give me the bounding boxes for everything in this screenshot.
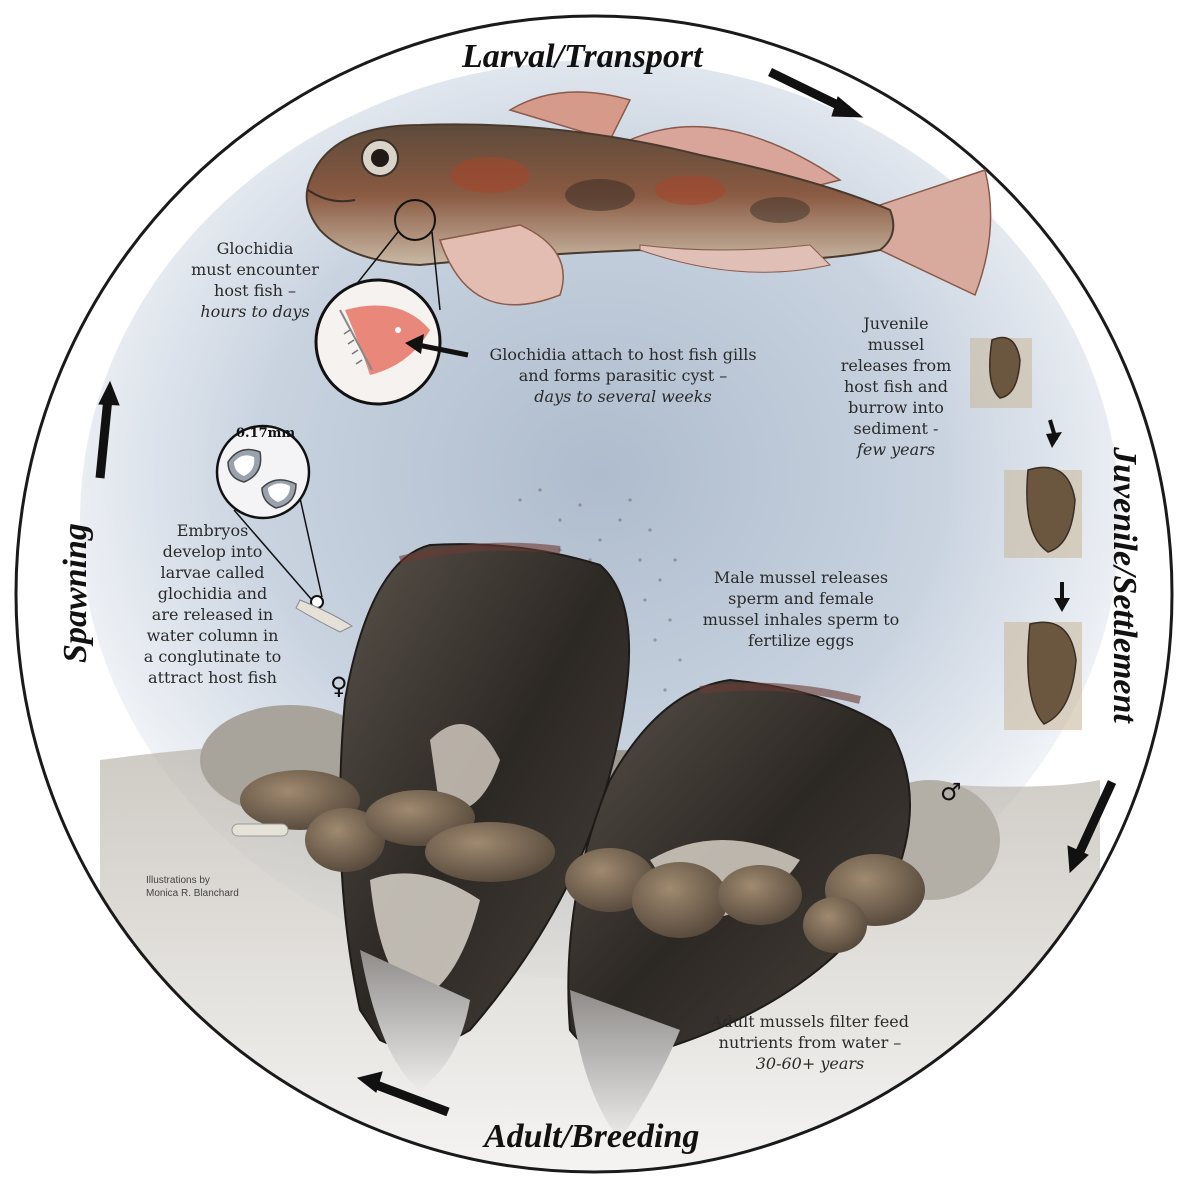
note-embryos: Embryos develop into larvae called gloch…: [125, 520, 300, 688]
note-host-fish: Glochidia must encounter host fish – hou…: [180, 238, 330, 322]
note-juvenile: Juvenile mussel releases from host fish …: [826, 313, 966, 460]
scale-label: 0.17mm: [236, 426, 292, 441]
note-sperm: Male mussel releases sperm and female mu…: [686, 567, 916, 651]
male-symbol: ♂: [940, 778, 962, 806]
female-symbol: ♀: [330, 672, 348, 700]
stage-label-adult: Adult/Breeding: [484, 1118, 699, 1156]
note-adult: Adult mussels filter feed nutrients from…: [690, 1011, 930, 1074]
stage-label-juvenile: Juvenile/Settlement: [1105, 435, 1143, 735]
stage-label-larval: Larval/Transport: [462, 38, 703, 76]
note-attach: Glochidia attach to host fish gills and …: [468, 344, 778, 407]
illustration-credit: Illustrations by Monica R. Blanchard: [146, 874, 239, 900]
stage-label-spawning: Spawning: [57, 518, 95, 668]
